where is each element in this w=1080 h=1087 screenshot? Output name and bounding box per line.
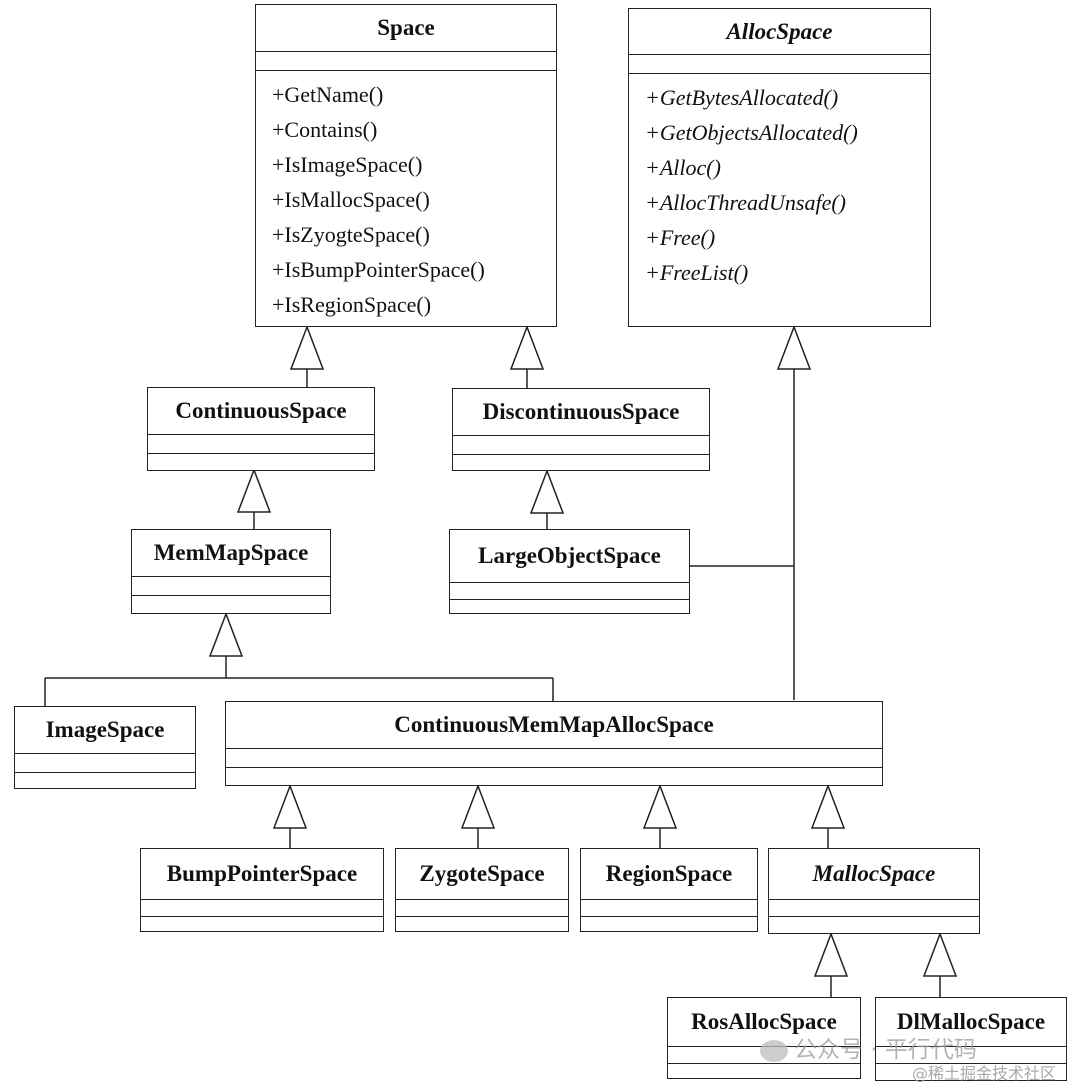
method: +IsRegionSpace() [272, 292, 432, 317]
method: +GetObjectsAllocated() [645, 120, 858, 145]
class-large-object-space: LargeObjectSpace [449, 529, 690, 614]
wechat-watermark: 公众号 · 平行代码 [760, 1030, 977, 1064]
method: +AllocThreadUnsafe() [645, 190, 846, 215]
class-bump-pointer-space: BumpPointerSpace [140, 848, 384, 932]
method: +Free() [645, 225, 716, 250]
class-name: DlMallocSpace [876, 998, 1066, 1047]
inheritance-arrow [810, 783, 846, 829]
inheritance-arrow [289, 324, 325, 370]
class-name: MallocSpace [769, 849, 979, 900]
inheritance-arrow [776, 324, 812, 370]
class-name: LargeObjectSpace [450, 530, 689, 583]
class-space: Space +GetName() +Contains() +IsImageSpa… [255, 4, 557, 327]
method: +GetBytesAllocated() [645, 85, 839, 110]
method: +IsMallocSpace() [272, 187, 430, 212]
class-name: ImageSpace [15, 707, 195, 754]
class-continuous-mem-map-alloc-space: ContinuousMemMapAllocSpace [225, 701, 883, 786]
inheritance-arrow [509, 324, 545, 370]
class-name: ContinuousSpace [148, 388, 374, 435]
class-name: AllocSpace [629, 9, 930, 55]
method: +IsBumpPointerSpace() [272, 257, 485, 282]
class-name: MemMapSpace [132, 530, 330, 577]
inheritance-arrow [236, 467, 272, 513]
class-region-space: RegionSpace [580, 848, 758, 932]
class-name: ZygoteSpace [396, 849, 568, 900]
inheritance-arrow [460, 783, 496, 829]
class-discontinuous-space: DiscontinuousSpace [452, 388, 710, 471]
method: +IsZyogteSpace() [272, 222, 430, 247]
wechat-icon [760, 1039, 788, 1062]
method: +Alloc() [645, 155, 721, 180]
method-list: +GetBytesAllocated() +GetObjectsAllocate… [629, 74, 930, 290]
class-name: DiscontinuousSpace [453, 389, 709, 436]
juejin-watermark: @稀土掘金技术社区 [912, 1064, 1057, 1083]
wechat-watermark-text: 公众号 · 平行代码 [794, 1037, 977, 1063]
class-alloc-space: AllocSpace +GetBytesAllocated() +GetObje… [628, 8, 931, 327]
class-zygote-space: ZygoteSpace [395, 848, 569, 932]
class-image-space: ImageSpace [14, 706, 196, 789]
inheritance-arrow [272, 783, 308, 829]
class-dl-malloc-space: DlMallocSpace [875, 997, 1067, 1081]
class-name: Space [256, 5, 556, 52]
method: +FreeList() [645, 260, 749, 285]
method: +GetName() [272, 82, 384, 107]
method: +IsImageSpace() [272, 152, 423, 177]
method-list: +GetName() +Contains() +IsImageSpace() +… [256, 71, 556, 322]
class-mem-map-space: MemMapSpace [131, 529, 331, 614]
class-name: ContinuousMemMapAllocSpace [226, 702, 882, 749]
method: +Contains() [272, 117, 378, 142]
class-ros-alloc-space: RosAllocSpace [667, 997, 861, 1079]
class-malloc-space: MallocSpace [768, 848, 980, 934]
inheritance-arrow [813, 931, 849, 977]
class-continuous-space: ContinuousSpace [147, 387, 375, 471]
inheritance-arrow [208, 611, 244, 657]
class-name: RegionSpace [581, 849, 757, 900]
inheritance-arrow [529, 468, 565, 514]
class-name: BumpPointerSpace [141, 849, 383, 900]
inheritance-arrow [642, 783, 678, 829]
inheritance-arrow [922, 931, 958, 977]
